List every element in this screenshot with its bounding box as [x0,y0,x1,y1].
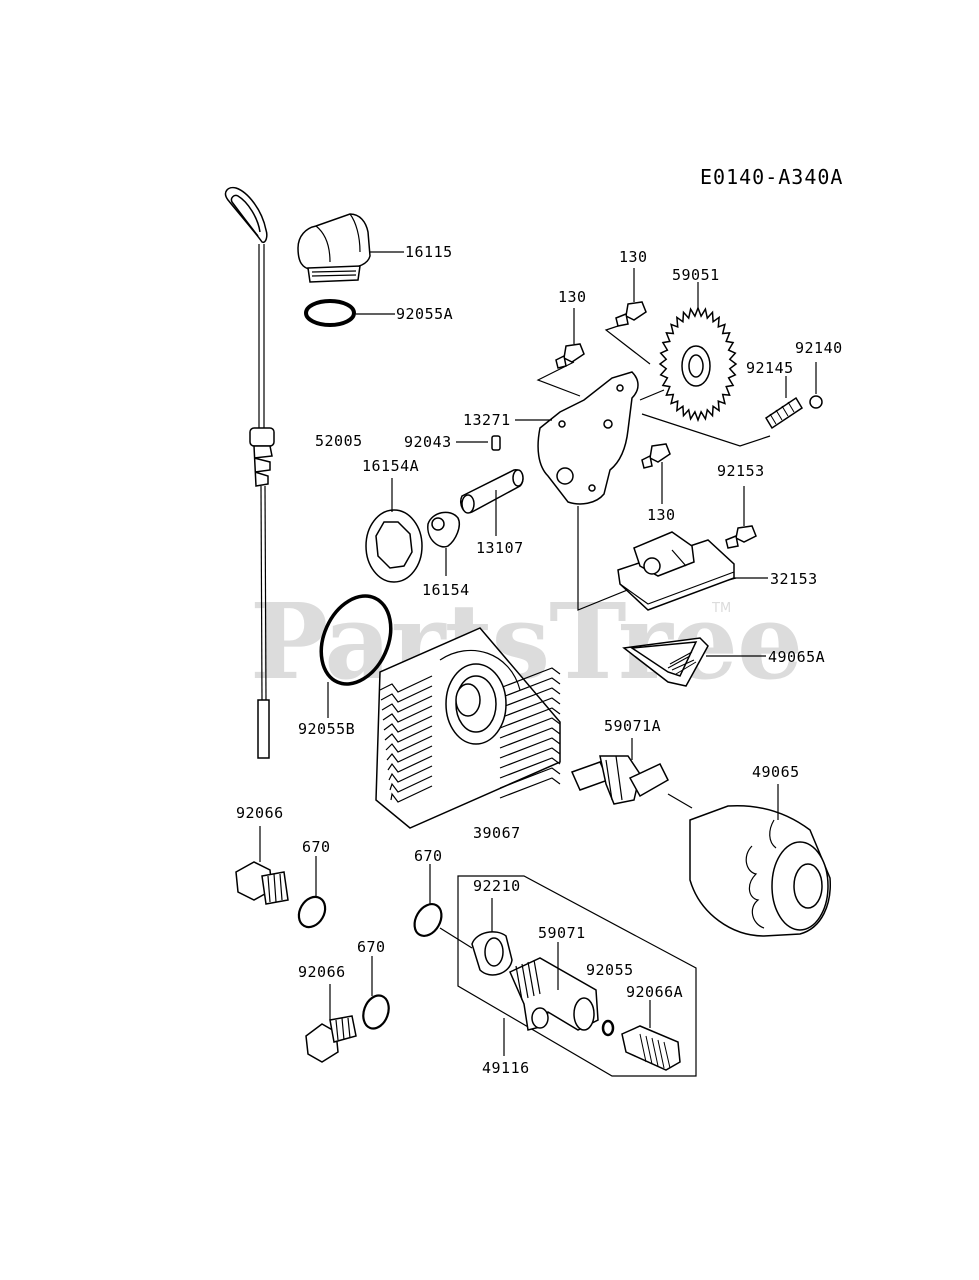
outer-rotor-part[interactable] [365,478,423,583]
cooler-fitting-part[interactable] [570,738,693,809]
oil-filter-part[interactable] [689,784,831,937]
label-52005[interactable]: 52005 [315,432,363,450]
label-59071[interactable]: 59071 [538,924,586,942]
strainer-bolt-part[interactable] [725,486,757,549]
label-92066-upper[interactable]: 92066 [236,804,284,822]
label-49116[interactable]: 49116 [482,1059,530,1077]
label-16115[interactable]: 16115 [405,243,453,261]
label-92066-lower[interactable]: 92066 [298,963,346,981]
pump-shaft-part[interactable] [460,469,524,536]
o-ring-670-upper-part[interactable] [294,856,331,932]
label-670-upper[interactable]: 670 [302,838,331,856]
label-16154[interactable]: 16154 [422,581,470,599]
label-130-right[interactable]: 130 [647,506,676,524]
label-92055a[interactable]: 92055A [396,305,453,323]
tee-fitting-part[interactable] [509,942,599,1031]
label-92066a[interactable]: 92066A [626,983,683,1001]
label-16154a[interactable]: 16154A [362,457,419,475]
pump-gear-part[interactable] [658,282,738,423]
watermark-trademark: TM [711,601,731,616]
relief-ball-part[interactable] [809,362,823,409]
o-ring-92055a-part[interactable] [304,299,395,327]
label-39067[interactable]: 39067 [473,824,521,842]
label-670-middle[interactable]: 670 [414,847,443,865]
label-92153[interactable]: 92153 [717,462,765,480]
label-92055b[interactable]: 92055B [298,720,355,738]
bolt-130-left-part[interactable] [555,308,585,369]
o-ring-92055-part[interactable] [601,1019,615,1037]
label-49065a[interactable]: 49065A [768,648,825,666]
oil-strainer-part[interactable] [617,531,768,611]
oil-screen-part[interactable] [622,637,766,687]
label-92055[interactable]: 92055 [586,961,634,979]
label-92043[interactable]: 92043 [404,433,452,451]
inner-rotor-part[interactable] [427,511,460,576]
label-49065[interactable]: 49065 [752,763,800,781]
kit-49116-outline [457,875,697,1077]
plug-92066a-part[interactable] [621,1000,681,1071]
relief-spring-part[interactable] [764,376,804,430]
label-130-top[interactable]: 130 [619,248,648,266]
label-13107[interactable]: 13107 [476,539,524,557]
label-92140[interactable]: 92140 [795,339,843,357]
label-59071a[interactable]: 59071A [604,717,661,735]
dipstick-part[interactable] [224,186,275,759]
union-nut-part[interactable] [471,898,513,976]
label-130-left[interactable]: 130 [558,288,587,306]
o-ring-670-lower-part[interactable] [359,956,393,1032]
label-59051[interactable]: 59051 [672,266,720,284]
bolt-130-top-part[interactable] [615,268,647,327]
dowel-pin-part[interactable] [456,435,501,451]
oil-fill-cap-part[interactable] [297,213,404,283]
part-labels: 16115 92055A 130 130 59051 92140 92145 1… [236,243,843,1077]
oil-cooler-part[interactable] [375,627,561,829]
label-92210[interactable]: 92210 [473,877,521,895]
bolt-130-right-part[interactable] [641,443,671,504]
diagram-title: E0140-A340A [700,165,843,189]
o-ring-92055b-part[interactable] [308,585,404,718]
label-92145[interactable]: 92145 [746,359,794,377]
pump-cover-plate-part[interactable] [515,371,639,505]
label-32153[interactable]: 32153 [770,570,818,588]
o-ring-670-middle-part[interactable] [409,864,473,949]
drain-plug-lower-part[interactable] [305,984,357,1063]
label-13271[interactable]: 13271 [463,411,511,429]
drain-plug-upper-part[interactable] [235,826,289,905]
label-670-lower[interactable]: 670 [357,938,386,956]
